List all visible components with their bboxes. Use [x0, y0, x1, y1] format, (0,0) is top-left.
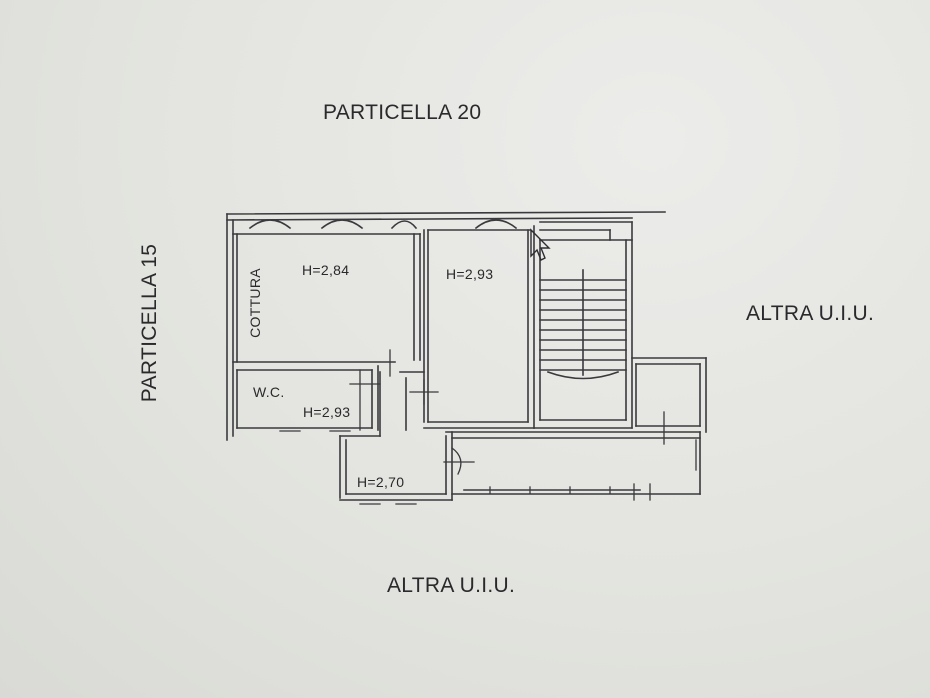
label-particella-20: PARTICELLA 20 — [323, 101, 482, 124]
cottura-room-walls — [232, 233, 421, 363]
top-windows — [248, 219, 518, 230]
staircase — [533, 221, 633, 429]
label-altra-uiu-right: ALTRA U.I.U. — [746, 302, 875, 325]
bottom-hallway-walls — [445, 431, 701, 495]
label-cottura-height: H=2,84 — [302, 262, 350, 278]
wc-room-walls — [236, 365, 379, 431]
label-particella-15: PARTICELLA 15 — [138, 243, 161, 403]
door-marks — [279, 349, 697, 505]
label-wc-height: H=2,93 — [303, 404, 351, 420]
label-altra-uiu-bottom: ALTRA U.I.U. — [387, 574, 516, 597]
top-outer-wall — [226, 211, 666, 441]
label-center-room-height: H=2,93 — [446, 266, 494, 282]
label-cottura: COTTURA — [247, 268, 263, 338]
label-wc: W.C. — [253, 384, 285, 400]
center-room-walls — [423, 225, 535, 429]
mouse-cursor-icon — [530, 228, 551, 261]
right-small-room-walls — [631, 357, 707, 433]
label-corridor-height: H=2,70 — [357, 474, 405, 490]
corridor-walls — [339, 371, 453, 501]
